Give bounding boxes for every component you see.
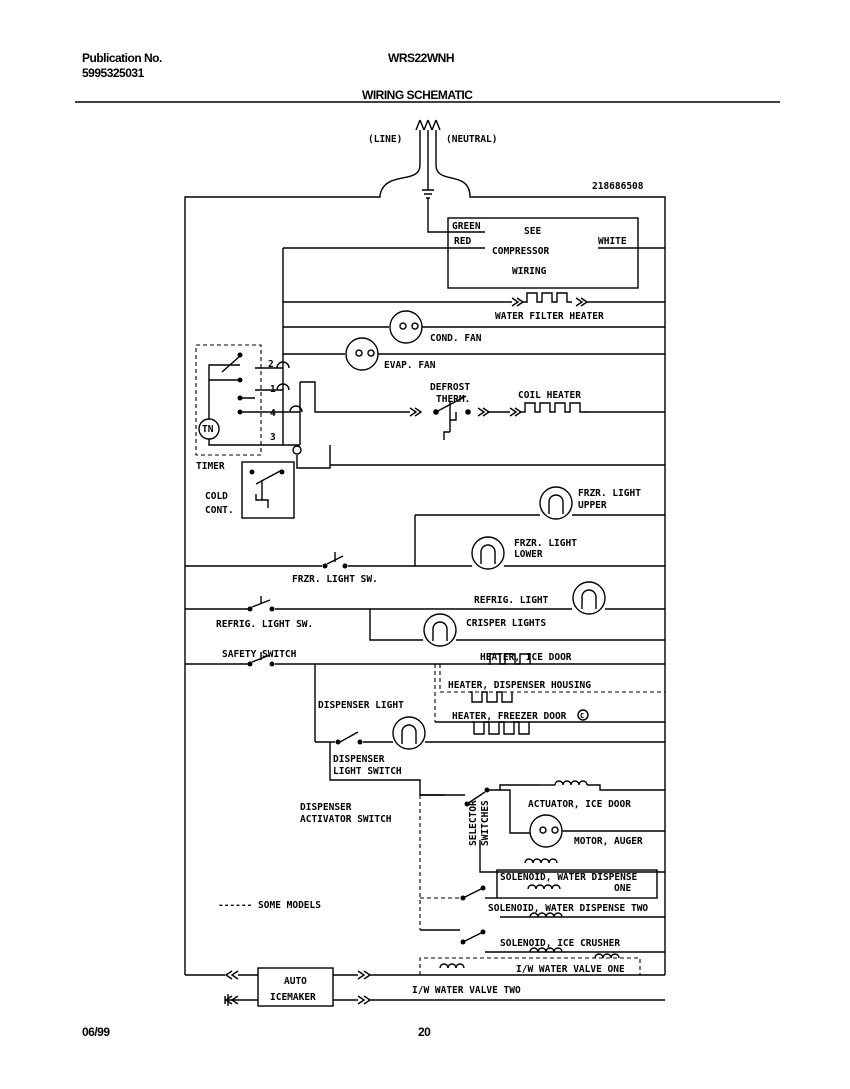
publication-number: 5995325031: [82, 66, 144, 80]
timer-box: [195, 344, 262, 456]
frzr-light-upper-label: FRZR. LIGHT: [578, 488, 641, 499]
frzr-light-upper-label2: UPPER: [578, 500, 607, 511]
heater-dispenser-housing-label: HEATER, DISPENSER HOUSING: [448, 680, 591, 691]
solenoid-ice-crusher-label: SOLENOID, ICE CRUSHER: [500, 938, 620, 949]
cond-fan-label: COND. FAN: [430, 333, 482, 344]
safety-switch-label: SAFETY SWITCH: [222, 649, 297, 660]
motor-auger-label: MOTOR, AUGER: [574, 836, 643, 847]
selector-switches-label2: SWITCHES: [480, 800, 491, 846]
solenoid-ice-crusher-coil: [529, 947, 563, 953]
cold-control-box: [241, 461, 295, 519]
circle-c-label: C: [580, 712, 584, 720]
refrig-light-bulb: [572, 581, 606, 615]
solenoid-water-dispense-one-label: SOLENOID, WATER DISPENSE: [500, 872, 638, 883]
water-filter-heater: [523, 292, 572, 303]
heater-freezer-door: [472, 721, 530, 735]
cold-label: COLD: [205, 491, 228, 502]
selector-switch-3: [462, 932, 482, 943]
solenoid-water-dispense-two-label: SOLENOID, WATER DISPENSE TWO: [488, 903, 648, 914]
dispenser-light-switch-label2: LIGHT SWITCH: [333, 766, 402, 777]
tn-label: TN: [202, 424, 214, 435]
selector-switch-2: [462, 888, 482, 899]
terminal-4: 4: [270, 408, 276, 419]
timer-label: TIMER: [196, 461, 225, 472]
actuator-ice-door-label: ACTUATOR, ICE DOOR: [528, 799, 631, 810]
dispenser-light-label: DISPENSER LIGHT: [318, 700, 404, 711]
heater-dispenser-housing: [470, 691, 513, 703]
frzr-light-lower-label: FRZR. LIGHT: [514, 538, 577, 549]
dispenser-activator-label2: ACTIVATOR SWITCH: [300, 814, 392, 825]
defrost-therm-switch: [435, 395, 467, 413]
auto-label: AUTO: [284, 976, 307, 987]
heater-ice-door: [488, 653, 531, 665]
frzr-light-lower-bulb: [471, 536, 505, 570]
terminal-1: 1: [270, 384, 276, 395]
heater-freezer-door-label: HEATER, FREEZER DOOR: [452, 711, 567, 722]
selector-switch-1: [466, 791, 486, 805]
line-label: (LINE): [368, 134, 402, 145]
selector-switches-label: SELECTOR: [468, 800, 479, 846]
compressor-label: COMPRESSOR: [492, 246, 549, 257]
white-label: WHITE: [598, 236, 627, 247]
crisper-lights-label: CRISPER LIGHTS: [466, 618, 546, 629]
terminal-2: 2: [268, 359, 274, 370]
see-label: SEE: [524, 226, 541, 237]
dispenser-light-switch-label: DISPENSER: [333, 754, 385, 765]
red-label: RED: [454, 236, 471, 247]
frzr-light-lower-label2: LOWER: [514, 549, 543, 560]
solenoid-water-dispense-one-label2: ONE: [614, 883, 631, 894]
solenoid-water-dispense-one-box: [496, 869, 658, 899]
footer-page: 20: [418, 1025, 431, 1039]
cold-control-switch: [255, 469, 283, 485]
heater-ice-door-label: HEATER, ICE DOOR: [480, 652, 572, 663]
coil-heater: [521, 402, 586, 413]
crisper-lights-bulb: [423, 613, 457, 647]
frzr-light-upper-bulb: [539, 486, 573, 520]
auto-icemaker-box: [257, 967, 334, 1007]
publication-label: Publication No.: [82, 51, 162, 65]
iw-valve-one-label: I/W WATER VALVE ONE: [516, 964, 625, 975]
cont-label: CONT.: [205, 505, 234, 516]
some-models-note: ------ SOME MODELS: [218, 900, 321, 911]
iw-valve-two-label: I/W WATER VALVE TWO: [412, 985, 521, 996]
refrig-light-sw-label: REFRIG. LIGHT SW.: [216, 619, 313, 630]
evap-fan-label: EVAP. FAN: [384, 360, 436, 371]
power-plug: [184, 119, 666, 975]
model-number: WRS22WNH: [388, 51, 455, 65]
icemaker-label: ICEMAKER: [270, 992, 316, 1003]
therm-label: THERM.: [436, 394, 470, 405]
water-filter-heater-label: WATER FILTER HEATER: [495, 311, 604, 322]
green-label: GREEN: [452, 221, 481, 232]
dispenser-light-bulb: [392, 716, 426, 750]
terminal-3: 3: [270, 432, 276, 443]
dispenser-activator-label: DISPENSER: [300, 802, 352, 813]
frzr-light-sw-label: FRZR. LIGHT SW.: [292, 574, 378, 585]
compressor-wiring-box: [447, 217, 639, 289]
part-number: 218686508: [592, 181, 644, 192]
defrost-label: DEFROST: [430, 382, 470, 393]
wiring-label: WIRING: [512, 266, 547, 277]
schematic-title: WIRING SCHEMATIC: [362, 88, 473, 102]
footer-date: 06/99: [82, 1025, 110, 1039]
actuator-ice-door-coil: [554, 780, 588, 786]
coil-heater-label: COIL HEATER: [518, 390, 581, 401]
solenoid-water-dispense-two-coil: [529, 912, 563, 918]
refrig-light-label: REFRIG. LIGHT: [474, 595, 549, 606]
dispenser-light-switch: [339, 731, 359, 743]
neutral-label: (NEUTRAL): [446, 134, 497, 145]
